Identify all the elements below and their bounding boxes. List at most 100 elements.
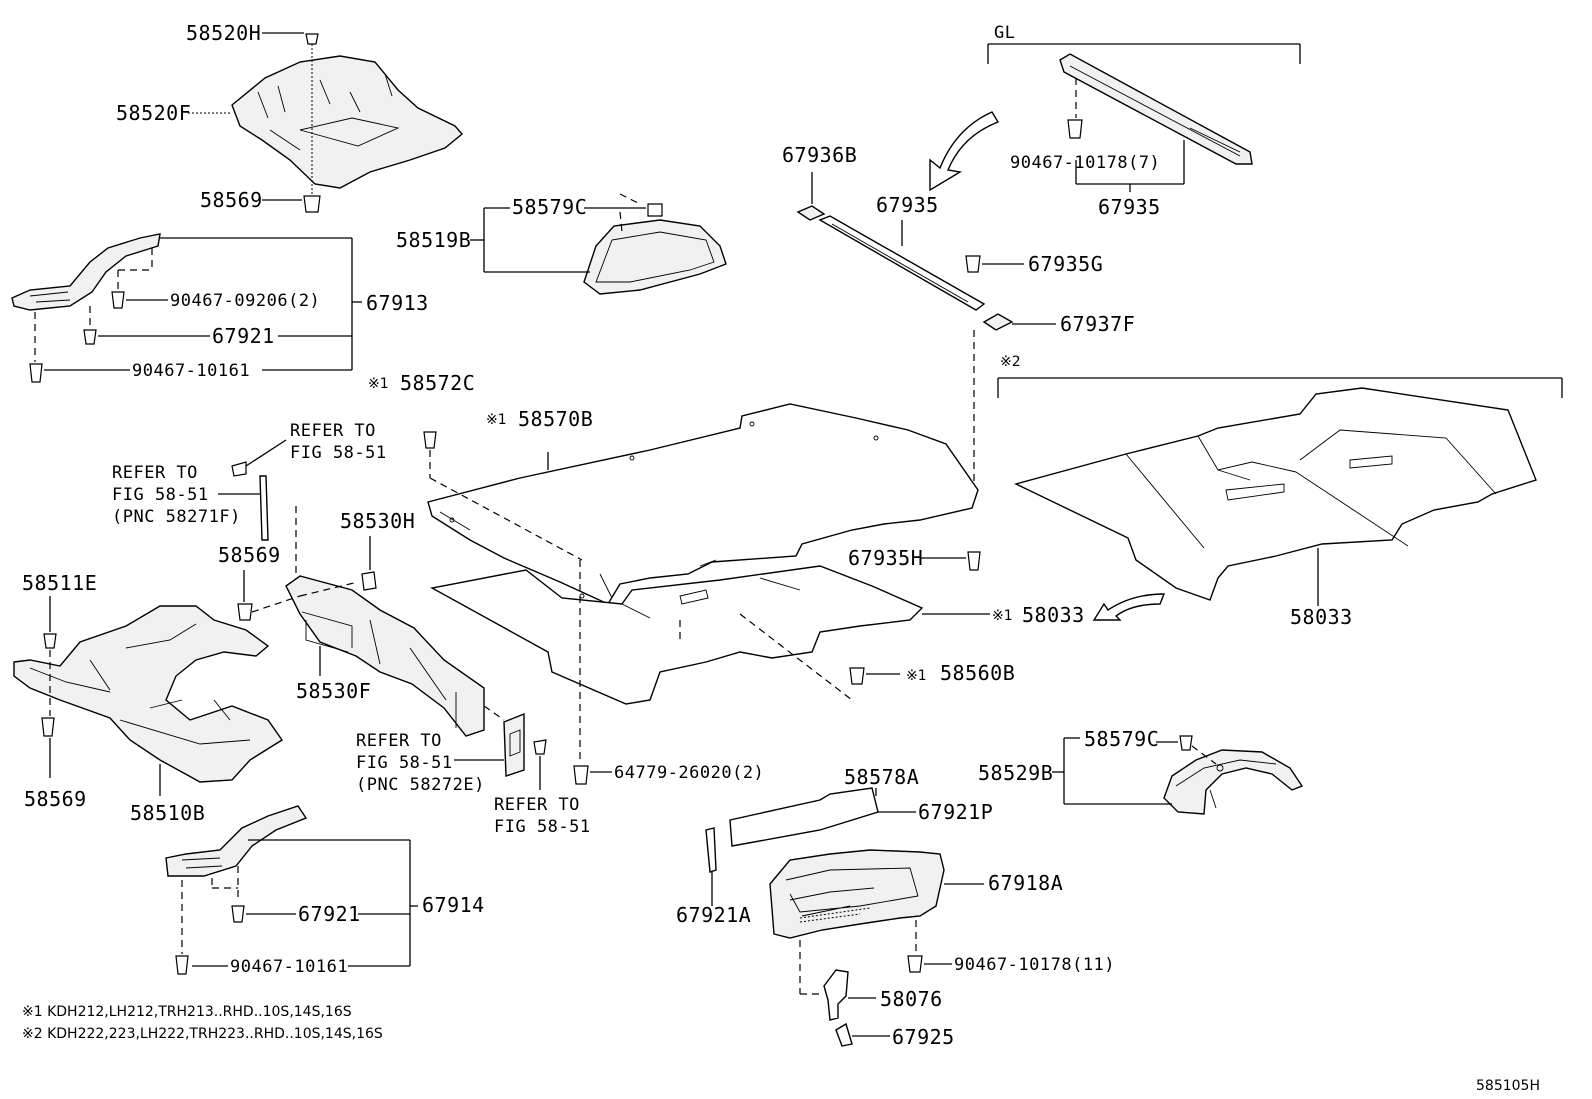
label-67921-a: 67921 xyxy=(212,324,275,348)
part-58520F-cover xyxy=(231,55,464,189)
part-bracket-58271F xyxy=(259,475,269,541)
label-note1-c: ※1 xyxy=(992,608,1013,624)
clip-67921-b xyxy=(231,905,245,923)
clip-58520H xyxy=(305,33,319,45)
refer-3-line-b: FIG 58-51 xyxy=(356,753,453,773)
part-58529B-cover xyxy=(1163,749,1304,815)
part-67935-strip xyxy=(818,215,986,311)
label-58570B: 58570B xyxy=(518,407,593,431)
part-67921P-pad xyxy=(729,787,879,847)
refer-2-line-b: FIG 58-51 xyxy=(112,485,209,505)
part-58519B-cover xyxy=(583,219,727,295)
part-58033-mat-left xyxy=(429,565,924,705)
label-GL: GL xyxy=(994,23,1015,43)
clip-67935G xyxy=(965,255,981,273)
clip-90467-10161-a xyxy=(29,363,43,383)
label-58578A: 58578A xyxy=(844,765,919,789)
label-67921A: 67921A xyxy=(676,903,751,927)
arrow-curved-down-left xyxy=(929,111,1000,192)
part-bracket-58272E xyxy=(503,712,525,777)
part-67913-scuff-plate xyxy=(11,233,161,311)
label-90467-09206: 90467-09206(2) xyxy=(170,291,320,311)
label-58510B: 58510B xyxy=(130,801,205,825)
label-67935H: 67935H xyxy=(848,546,923,570)
refer-1-line-b: FIG 58-51 xyxy=(290,443,387,463)
label-67921P: 67921P xyxy=(918,800,993,824)
footnote-1: ※1 KDH212,LH212,TRH213..RHD..10S,14S,16S xyxy=(22,1004,352,1020)
label-67935-a: 67935 xyxy=(876,193,939,217)
clip-64779-26020 xyxy=(573,765,589,785)
part-67918A-box xyxy=(769,849,945,939)
label-58569-low: 58569 xyxy=(24,787,87,811)
clip-58579C-a xyxy=(647,203,663,217)
refer-1-line-a: REFER TO xyxy=(290,421,376,441)
label-58529B: 58529B xyxy=(978,761,1053,785)
label-58579C-b: 58579C xyxy=(1084,727,1159,751)
footnote-2: ※2 KDH222,223,LH222,TRH223..RHD..10S,14S… xyxy=(22,1026,383,1042)
part-67921A-strip xyxy=(705,827,717,873)
clip-58572C xyxy=(423,431,437,449)
part-67925-clip xyxy=(835,1022,853,1047)
clip-90467-10178-11 xyxy=(907,955,923,973)
label-67921-b: 67921 xyxy=(298,902,361,926)
clip-58569-top xyxy=(303,195,321,213)
label-58530H: 58530H xyxy=(340,509,415,533)
label-58569-top: 58569 xyxy=(200,188,263,212)
refer-3-line-a: REFER TO xyxy=(356,731,442,751)
label-67937F: 67937F xyxy=(1060,312,1135,336)
clip-58569-mid xyxy=(237,603,253,621)
refer-2-line-a: REFER TO xyxy=(112,463,198,483)
clip-67935H xyxy=(967,551,981,571)
label-67914: 67914 xyxy=(422,893,485,917)
label-58520H: 58520H xyxy=(186,21,261,45)
clip-refer-1 xyxy=(231,461,247,477)
part-58033-mat-right xyxy=(1014,387,1537,601)
clip-58569-low xyxy=(41,717,55,737)
label-64779-26020: 64779-26020(2) xyxy=(614,763,764,783)
refer-4-line-a: REFER TO xyxy=(494,795,580,815)
label-note1-d: ※1 xyxy=(906,668,927,684)
part-67935-scuff-GL xyxy=(1059,53,1253,165)
refer-3-line-c: (PNC 58272E) xyxy=(356,775,485,795)
label-58076: 58076 xyxy=(880,987,943,1011)
part-67914-scuff-plate xyxy=(165,805,308,877)
label-58520F: 58520F xyxy=(116,101,191,125)
label-67918A: 67918A xyxy=(988,871,1063,895)
part-58510B-cover xyxy=(13,605,283,783)
label-58560B: 58560B xyxy=(940,661,1015,685)
label-58572C: 58572C xyxy=(400,371,475,395)
clip-90467-10161-b xyxy=(175,955,189,975)
clip-refer-4 xyxy=(533,739,547,755)
part-58570B-board xyxy=(427,403,979,605)
clip-90467-09206 xyxy=(111,291,125,309)
label-58530F: 58530F xyxy=(296,679,371,703)
clip-58560B xyxy=(849,667,865,685)
clip-67921-a xyxy=(83,329,97,345)
refer-4-line-b: FIG 58-51 xyxy=(494,817,591,837)
figure-code: 585105H xyxy=(1476,1078,1540,1094)
label-58033-a: 58033 xyxy=(1022,603,1085,627)
part-67937F-pad xyxy=(982,313,1014,331)
label-90467-10161-b: 90467-10161 xyxy=(230,957,348,977)
label-58569-mid: 58569 xyxy=(218,543,281,567)
label-67925: 67925 xyxy=(892,1025,955,1049)
label-67913: 67913 xyxy=(366,291,429,315)
clip-90467-10178-7 xyxy=(1067,119,1083,139)
refer-2-line-c: (PNC 58271F) xyxy=(112,507,241,527)
label-90467-10178-11: 90467-10178(11) xyxy=(954,955,1115,975)
clip-58579C-b xyxy=(1179,735,1193,751)
clip-58530H xyxy=(361,571,377,591)
label-67935-b: 67935 xyxy=(1098,195,1161,219)
label-67935G: 67935G xyxy=(1028,252,1103,276)
label-58579C-a: 58579C xyxy=(512,195,587,219)
label-note1-a: ※1 xyxy=(368,376,389,392)
part-58076-bracket xyxy=(823,969,849,1021)
label-90467-10178-7: 90467-10178(7) xyxy=(1010,153,1160,173)
part-67936B-pad xyxy=(796,205,826,221)
label-67936B: 67936B xyxy=(782,143,857,167)
label-58033-b: 58033 xyxy=(1290,605,1353,629)
label-note2-mark: ※2 xyxy=(1000,354,1021,370)
label-58519B: 58519B xyxy=(396,228,471,252)
label-note1-b: ※1 xyxy=(486,412,507,428)
